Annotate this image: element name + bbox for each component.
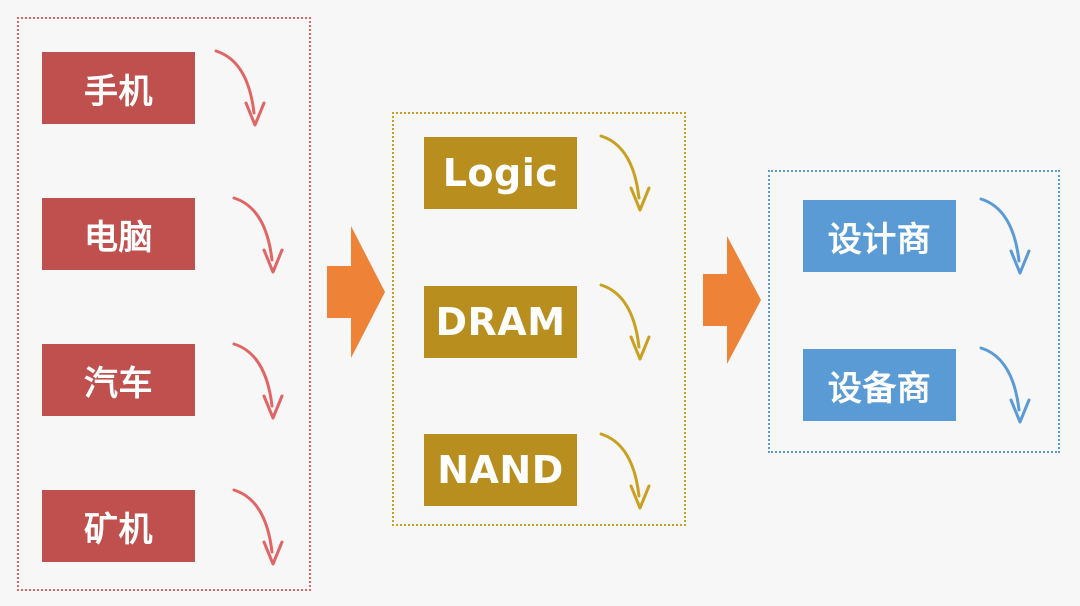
device-label: 手机 — [84, 71, 153, 112]
device-label: 矿机 — [84, 509, 153, 550]
chip-label: NAND — [437, 448, 564, 492]
device-box-phone: 手机 — [42, 52, 195, 124]
curved-arrow-icon — [214, 49, 266, 127]
flow-arrow-icon — [703, 236, 761, 364]
chip-box-nand: NAND — [424, 434, 577, 506]
flow-arrow-icon — [327, 226, 385, 358]
chip-box-logic: Logic — [424, 137, 577, 209]
device-label: 汽车 — [84, 363, 153, 404]
vendor-box-designer: 设计商 — [803, 200, 956, 272]
chip-label: DRAM — [435, 300, 566, 344]
vendors-group — [768, 170, 1060, 453]
chip-box-dram: DRAM — [424, 286, 577, 358]
device-box-car: 汽车 — [42, 344, 195, 416]
device-box-computer: 电脑 — [42, 198, 195, 270]
curved-arrow-icon — [232, 342, 284, 420]
device-box-miner: 矿机 — [42, 490, 195, 562]
devices-group — [17, 17, 311, 591]
chips-group — [392, 112, 686, 526]
curved-arrow-icon — [979, 197, 1031, 275]
vendor-label: 设计商 — [827, 219, 932, 260]
curved-arrow-icon — [599, 134, 651, 212]
curved-arrow-icon — [979, 346, 1031, 424]
curved-arrow-icon — [599, 432, 651, 510]
vendor-label: 设备商 — [827, 368, 932, 409]
chip-label: Logic — [442, 151, 559, 195]
curved-arrow-icon — [232, 196, 284, 274]
vendor-box-equipment: 设备商 — [803, 349, 956, 421]
curved-arrow-icon — [599, 283, 651, 361]
device-label: 电脑 — [84, 217, 153, 258]
curved-arrow-icon — [232, 488, 284, 566]
